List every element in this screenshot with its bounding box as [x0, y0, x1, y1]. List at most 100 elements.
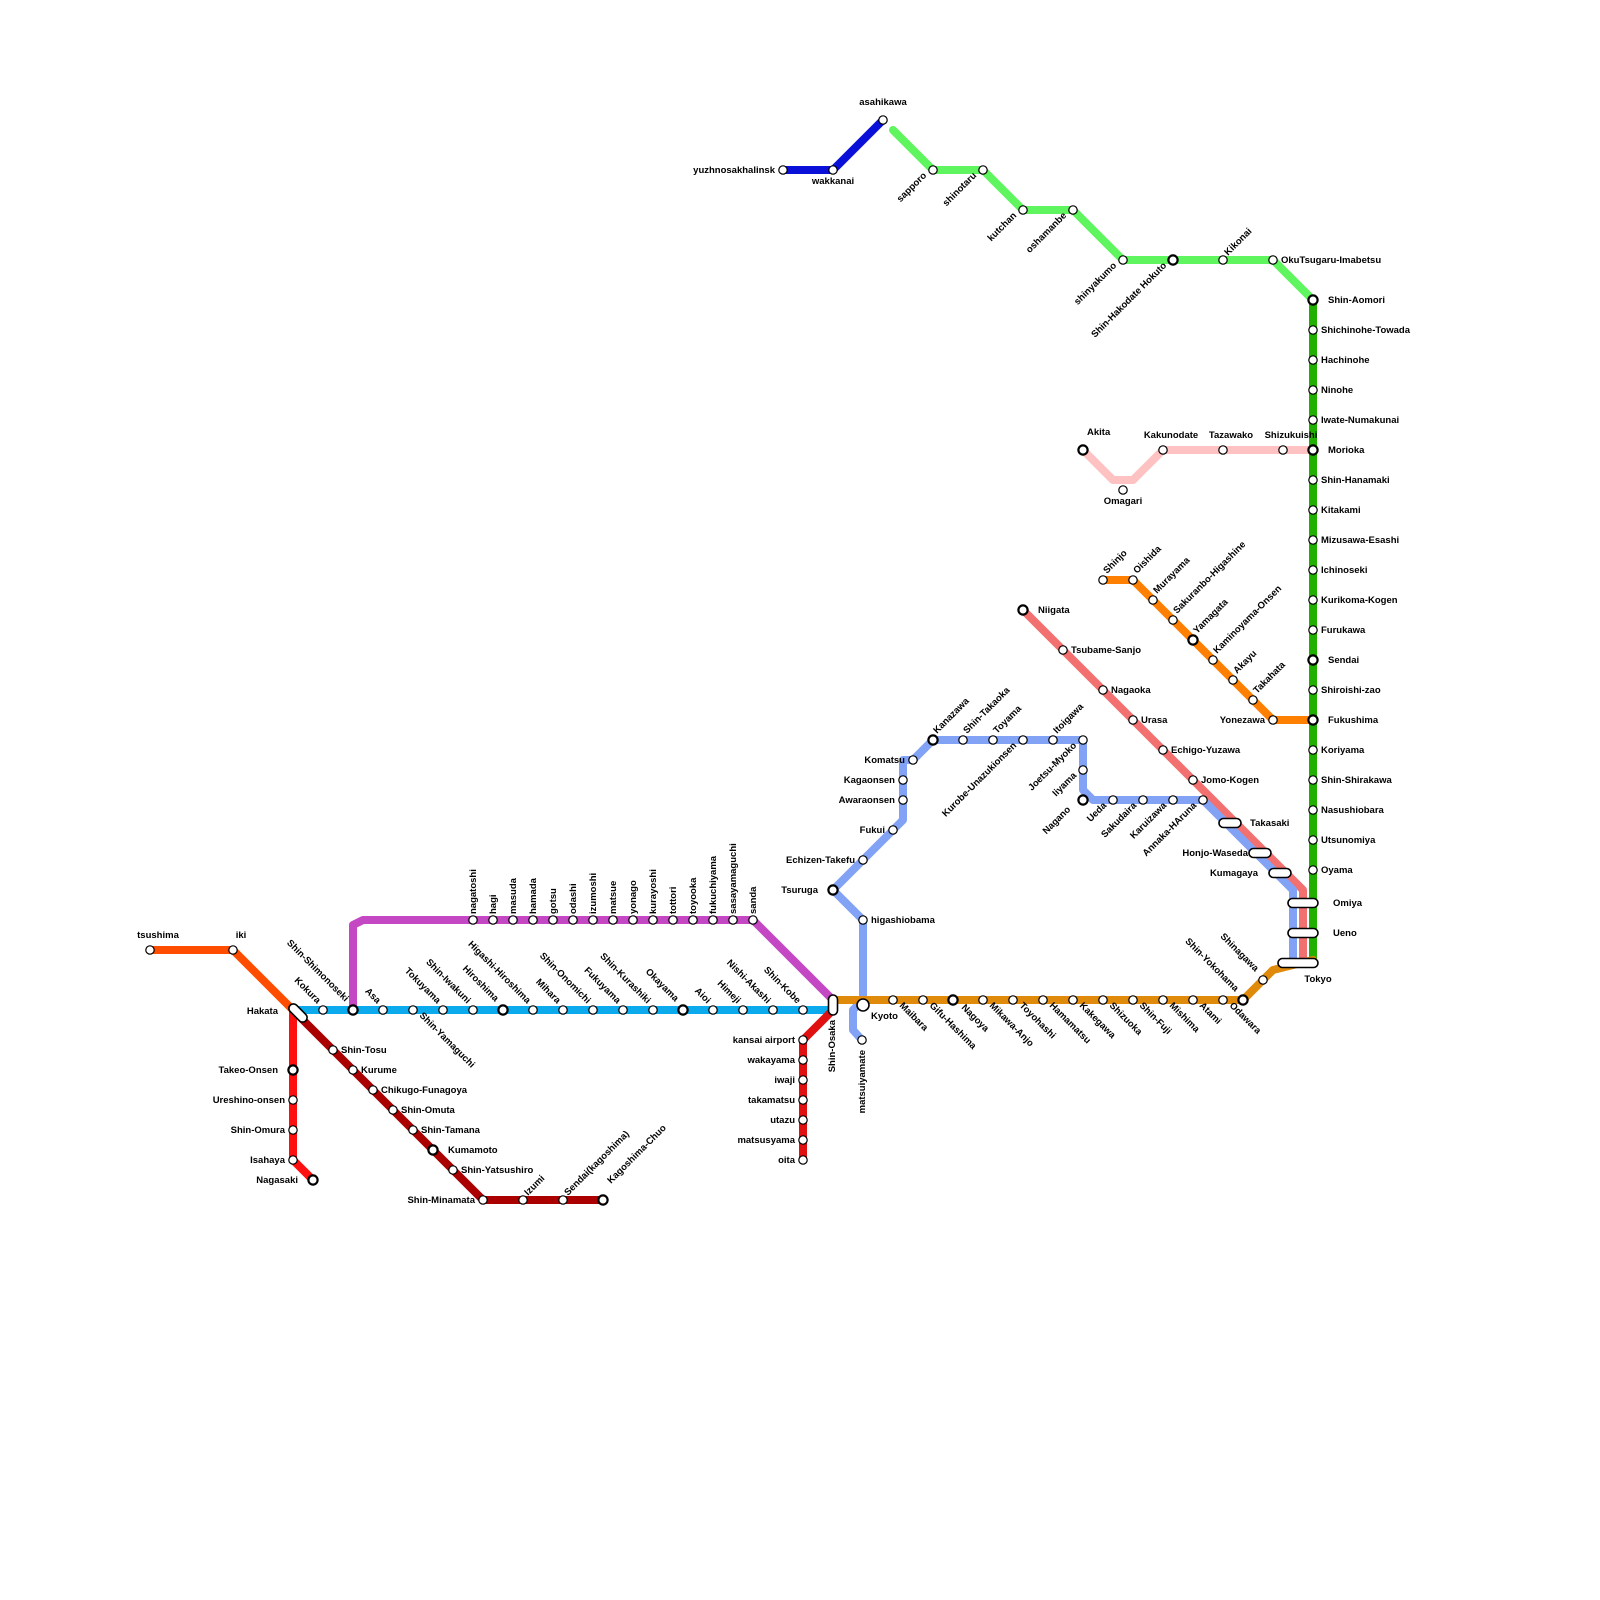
- station-tottori[interactable]: [668, 915, 678, 925]
- station-karuizawa[interactable]: [1168, 795, 1178, 805]
- station-honjo[interactable]: [1248, 847, 1272, 859]
- station-yamagata[interactable]: [1187, 634, 1199, 646]
- station-morioka[interactable]: [1307, 444, 1319, 456]
- station-koriyama[interactable]: [1308, 745, 1318, 755]
- station-shinjo[interactable]: [1098, 575, 1108, 585]
- station-chikugo[interactable]: [368, 1085, 378, 1095]
- station-gotsu[interactable]: [548, 915, 558, 925]
- station-shinagawa[interactable]: [1258, 975, 1268, 985]
- station-shizuoka[interactable]: [1098, 995, 1108, 1005]
- station-kumagaya[interactable]: [1268, 867, 1292, 879]
- station-kakegawa[interactable]: [1068, 995, 1078, 1005]
- station-sakuranbo[interactable]: [1168, 615, 1178, 625]
- station-ninohe[interactable]: [1308, 385, 1318, 395]
- station-toyooka[interactable]: [688, 915, 698, 925]
- station-mizusawa[interactable]: [1308, 535, 1318, 545]
- station-iiyama[interactable]: [1078, 765, 1088, 775]
- station-awaraonsen[interactable]: [898, 795, 908, 805]
- station-toyohashi[interactable]: [1008, 995, 1018, 1005]
- station-kurikoma[interactable]: [1308, 595, 1318, 605]
- station-shinshirakawa[interactable]: [1308, 775, 1318, 785]
- station-mishima[interactable]: [1158, 995, 1168, 1005]
- station-omagari[interactable]: [1118, 485, 1128, 495]
- station-kikonai[interactable]: [1218, 255, 1228, 265]
- station-nagoya[interactable]: [947, 994, 959, 1006]
- station-murayama[interactable]: [1148, 595, 1158, 605]
- station-hagi[interactable]: [488, 915, 498, 925]
- station-shinotaru[interactable]: [978, 165, 988, 175]
- station-toyama[interactable]: [988, 735, 998, 745]
- station-annaka[interactable]: [1198, 795, 1208, 805]
- station-sasayamaguchi[interactable]: [728, 915, 738, 925]
- station-matsusyama[interactable]: [798, 1135, 808, 1145]
- station-shinaomori[interactable]: [1307, 294, 1319, 306]
- station-oshamanbe[interactable]: [1068, 205, 1078, 215]
- station-takahata[interactable]: [1248, 695, 1258, 705]
- station-sendaik[interactable]: [558, 1195, 568, 1205]
- station-shinosaka[interactable]: [827, 994, 839, 1016]
- station-utazu[interactable]: [798, 1115, 808, 1125]
- station-shinomura[interactable]: [288, 1125, 298, 1135]
- station-kansai[interactable]: [798, 1035, 808, 1045]
- station-tazawako[interactable]: [1218, 445, 1228, 455]
- station-furukawa[interactable]: [1308, 625, 1318, 635]
- station-mihara[interactable]: [558, 1005, 568, 1015]
- station-asahikawa[interactable]: [878, 115, 888, 125]
- station-utsunomiya[interactable]: [1308, 835, 1318, 845]
- station-gifu[interactable]: [918, 995, 928, 1005]
- station-itoigawa[interactable]: [1048, 735, 1058, 745]
- station-takasaki[interactable]: [1218, 817, 1242, 829]
- station-tokuyama[interactable]: [438, 1005, 448, 1015]
- station-shichinohe[interactable]: [1308, 325, 1318, 335]
- station-maibara[interactable]: [888, 995, 898, 1005]
- station-shiroishi[interactable]: [1308, 685, 1318, 695]
- station-shintamana[interactable]: [408, 1125, 418, 1135]
- station-ichinoseki[interactable]: [1308, 565, 1318, 575]
- station-sanda[interactable]: [748, 915, 758, 925]
- station-shinyamaguchi[interactable]: [408, 1005, 418, 1015]
- station-sendai[interactable]: [1307, 654, 1319, 666]
- station-hiroshima[interactable]: [497, 1004, 509, 1016]
- station-shinyakumo[interactable]: [1118, 255, 1128, 265]
- station-kagoshima[interactable]: [597, 1194, 609, 1206]
- station-asa[interactable]: [378, 1005, 388, 1015]
- station-nagasaki[interactable]: [307, 1174, 319, 1186]
- station-yuzhnosakhalinsk[interactable]: [778, 165, 788, 175]
- station-shinkurashiki[interactable]: [648, 1005, 658, 1015]
- station-nagaoka[interactable]: [1098, 685, 1108, 695]
- station-wakayama[interactable]: [798, 1055, 808, 1065]
- station-akita[interactable]: [1077, 444, 1089, 456]
- station-kagaonsen[interactable]: [898, 775, 908, 785]
- station-odashi[interactable]: [568, 915, 578, 925]
- station-shinshimonoseki[interactable]: [347, 1004, 359, 1016]
- station-ueno[interactable]: [1287, 927, 1319, 939]
- station-omiya[interactable]: [1287, 897, 1319, 909]
- station-okayama[interactable]: [677, 1004, 689, 1016]
- station-shinyatsushiro[interactable]: [448, 1165, 458, 1175]
- station-kaminoyama[interactable]: [1208, 655, 1218, 665]
- station-oita[interactable]: [798, 1155, 808, 1165]
- station-hamada[interactable]: [528, 915, 538, 925]
- station-odawara[interactable]: [1218, 995, 1228, 1005]
- station-okutsugaru[interactable]: [1268, 255, 1278, 265]
- station-hakata[interactable]: [287, 1002, 309, 1024]
- station-izumi[interactable]: [518, 1195, 528, 1205]
- station-shinkobe[interactable]: [798, 1005, 808, 1015]
- station-kakunodate[interactable]: [1158, 445, 1168, 455]
- station-isahaya[interactable]: [288, 1155, 298, 1165]
- station-takamatsu[interactable]: [798, 1095, 808, 1105]
- station-kanazawa[interactable]: [927, 734, 939, 746]
- station-echigo[interactable]: [1158, 745, 1168, 755]
- station-kokura[interactable]: [318, 1005, 328, 1015]
- station-sakudaira[interactable]: [1138, 795, 1148, 805]
- station-iwaji[interactable]: [798, 1075, 808, 1085]
- station-fukui[interactable]: [888, 825, 898, 835]
- station-tsubame[interactable]: [1058, 645, 1068, 655]
- station-sapporo[interactable]: [928, 165, 938, 175]
- station-kyoto[interactable]: [856, 998, 870, 1012]
- station-jomo[interactable]: [1188, 775, 1198, 785]
- station-hamamatsu[interactable]: [1038, 995, 1048, 1005]
- station-iwate[interactable]: [1308, 415, 1318, 425]
- station-ureshino[interactable]: [288, 1095, 298, 1105]
- station-matsue[interactable]: [608, 915, 618, 925]
